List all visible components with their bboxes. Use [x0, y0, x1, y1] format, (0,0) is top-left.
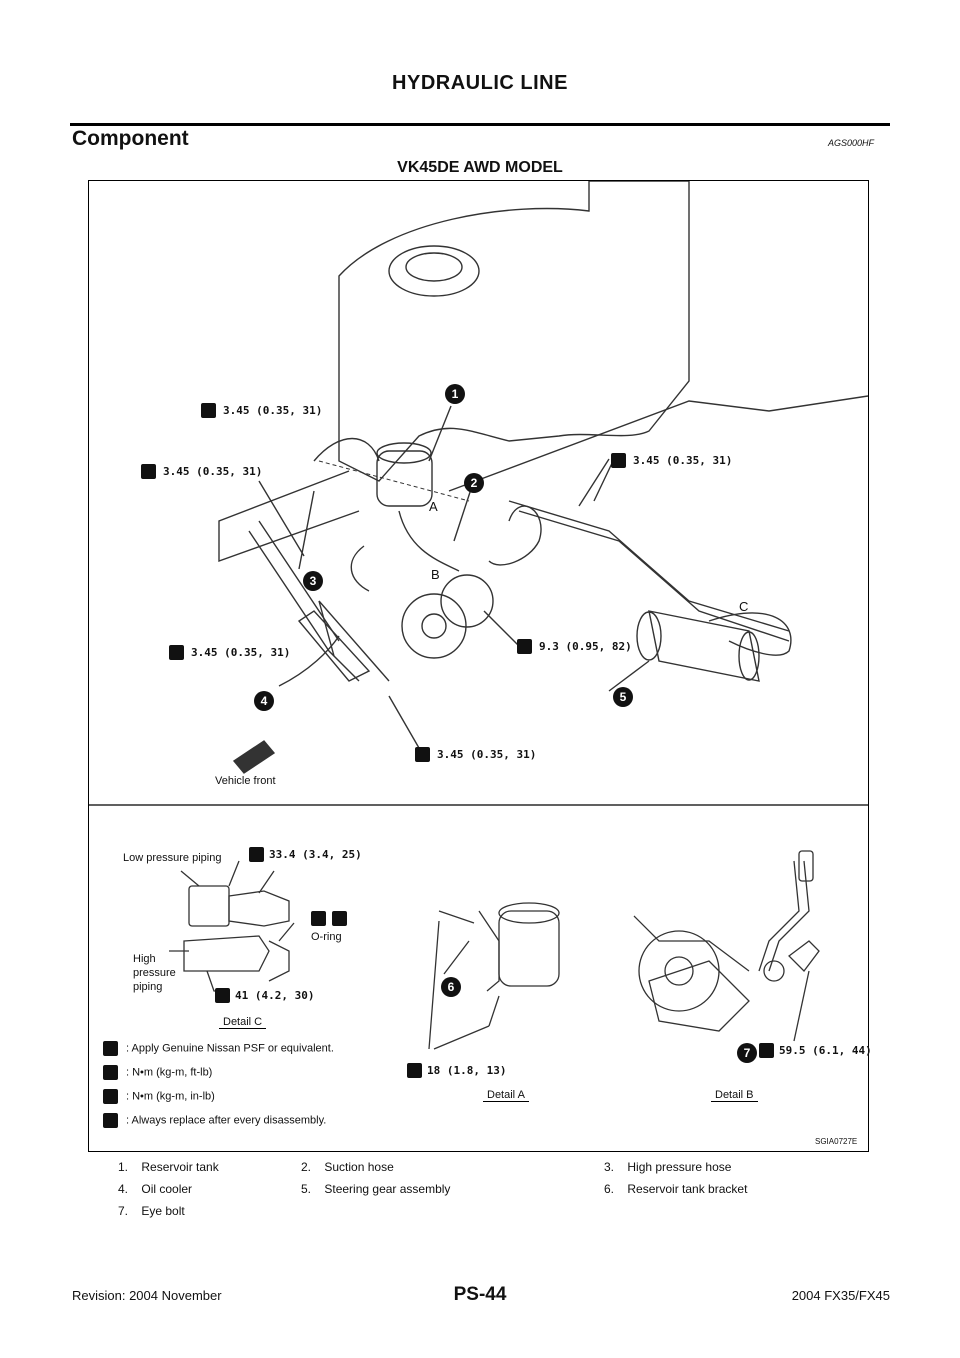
- torque-wrench-icon: [759, 1043, 774, 1058]
- fluid-icon: [103, 1041, 118, 1056]
- callout-6: 6: [441, 977, 461, 997]
- torque-label-5: 9.3 (0.95, 82): [539, 640, 632, 653]
- legend-text: : Always replace after every disassembly…: [126, 1114, 327, 1127]
- footer-page-number: PS-44: [453, 1284, 507, 1305]
- list-item: 2. Suction hose: [301, 1160, 394, 1174]
- detail-b-caption: Detail B: [711, 1089, 758, 1102]
- section-heading: Component: [72, 127, 189, 150]
- torque-label-1: 3.45 (0.35, 31): [223, 404, 323, 417]
- list-item: 4. Oil cooler: [118, 1182, 193, 1196]
- torque-label-3: 3.45 (0.35, 31): [633, 454, 733, 467]
- vehicle-front-label: Vehicle front: [215, 775, 276, 787]
- torque-wrench-icon: [517, 639, 532, 654]
- torque-wrench-icon: [169, 645, 184, 660]
- torque-wrench-icon: [407, 1063, 422, 1078]
- legend-item-replace: : Always replace after every disassembly…: [103, 1113, 326, 1128]
- torque-wrench-icon: [611, 453, 626, 468]
- detail-a-torque: 18 (1.8, 13): [427, 1064, 507, 1077]
- figure-title: VK45DE AWD MODEL: [397, 159, 563, 176]
- callout-3: 3: [303, 571, 323, 591]
- torque-wrench-icon: [415, 747, 430, 762]
- replace-icon: [311, 911, 326, 926]
- torque-wrench-icon: [249, 847, 264, 862]
- detail-marker-c: C: [739, 599, 749, 614]
- high-pressure-label-2: pressure: [133, 967, 176, 979]
- high-pressure-label-1: High: [133, 953, 156, 965]
- high-pressure-label-3: piping: [133, 981, 163, 993]
- section-code: AGS000HF: [828, 138, 875, 148]
- detail-c-caption: Detail C: [219, 1016, 267, 1029]
- diagram-drawing: [89, 181, 868, 1050]
- detail-marker-b: B: [431, 567, 440, 582]
- torque-label-6: 3.45 (0.35, 31): [437, 748, 537, 761]
- callout-4: 4: [254, 691, 274, 711]
- torque-label-2: 3.45 (0.35, 31): [163, 465, 263, 478]
- detail-c-torque-top: 33.4 (3.4, 25): [269, 848, 362, 861]
- list-item: 5. Steering gear assembly: [301, 1182, 451, 1196]
- component-figure: 3.45 (0.35, 31) 3.45 (0.35, 31) 3.45 (0.…: [88, 180, 872, 1152]
- torque-label-4: 3.45 (0.35, 31): [191, 646, 291, 659]
- legend-item-ftlb: : N•m (kg-m, ft-lb): [103, 1065, 212, 1080]
- detail-b-torque: 59.5 (6.1, 44): [779, 1044, 872, 1057]
- detail-c-torque-bottom: 41 (4.2, 30): [235, 989, 315, 1002]
- legend-text: : Apply Genuine Nissan PSF or equivalent…: [126, 1042, 334, 1055]
- list-item: 7. Eye bolt: [118, 1204, 185, 1218]
- torque-wrench-icon: [103, 1065, 118, 1080]
- torque-wrench-icon: [141, 464, 156, 479]
- oring-label: O-ring: [311, 931, 342, 943]
- detail-marker-a: A: [429, 499, 438, 514]
- header-rule: [70, 123, 890, 126]
- detail-a-caption: Detail A: [483, 1089, 529, 1102]
- footer-model: 2004 FX35/FX45: [791, 1288, 890, 1303]
- callout-2: 2: [464, 473, 484, 493]
- fluid-icon: [332, 911, 347, 926]
- callout-5: 5: [613, 687, 633, 707]
- torque-wrench-icon: [201, 403, 216, 418]
- page-title: HYDRAULIC LINE: [392, 72, 568, 94]
- legend-text: : N•m (kg-m, in-lb): [126, 1090, 215, 1103]
- replace-icon: [103, 1113, 118, 1128]
- legend-text: : N•m (kg-m, ft-lb): [126, 1066, 213, 1079]
- figure-id: SGIA0727E: [815, 1137, 858, 1146]
- legend-item-fluid: : Apply Genuine Nissan PSF or equivalent…: [103, 1041, 334, 1056]
- legend-item-inlb: : N•m (kg-m, in-lb): [103, 1089, 215, 1104]
- torque-wrench-icon: [215, 988, 230, 1003]
- list-item: 3. High pressure hose: [604, 1160, 732, 1174]
- footer-revision: Revision: 2004 November: [72, 1288, 222, 1303]
- low-pressure-label: Low pressure piping: [123, 852, 222, 864]
- list-item: 6. Reservoir tank bracket: [604, 1182, 748, 1196]
- list-item: 1. Reservoir tank: [118, 1160, 219, 1174]
- torque-wrench-icon: [103, 1089, 118, 1104]
- callout-7: 7: [737, 1043, 757, 1063]
- callout-1: 1: [445, 384, 465, 404]
